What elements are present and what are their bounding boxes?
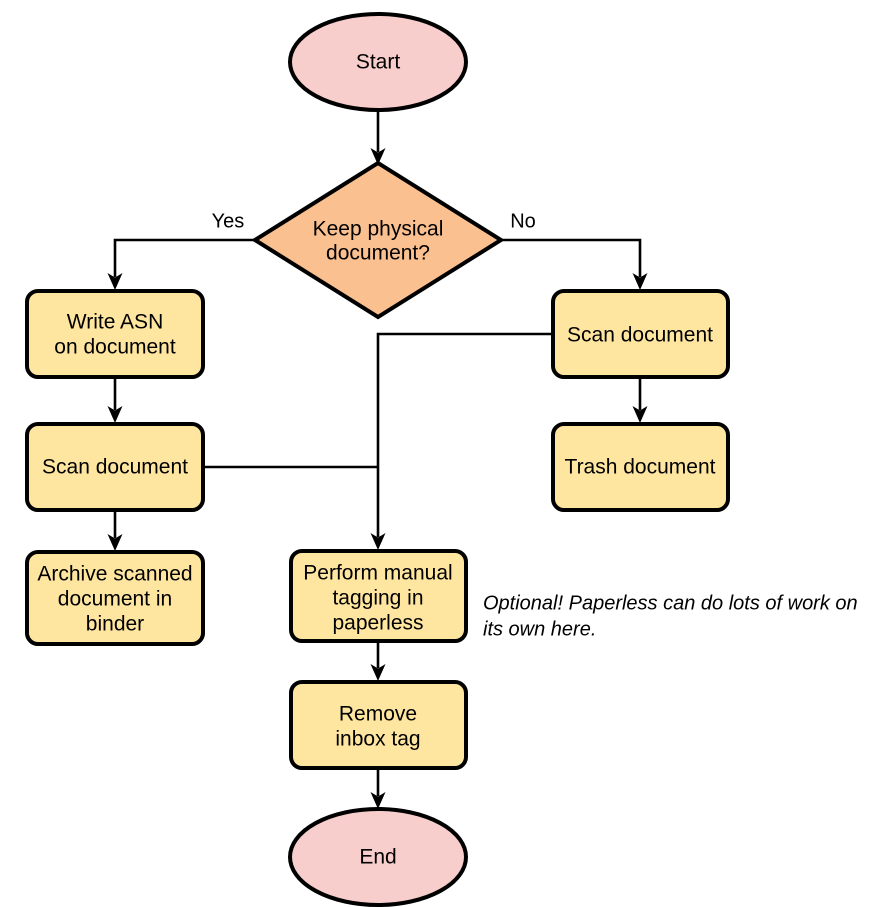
node-end[interactable]: End <box>288 807 468 907</box>
node-scan-document-left[interactable]: Scan document <box>25 422 205 512</box>
trash-box <box>551 422 730 512</box>
note-line1: Optional! Paperless can do lots of work … <box>483 592 858 614</box>
decision-label-line1: Keep physical <box>313 218 444 241</box>
edge-scan-right-to-tagging <box>370 332 552 550</box>
tagging-label-line3: paperless <box>332 612 423 635</box>
end-ellipse <box>288 807 468 907</box>
start-label: Start <box>356 51 401 74</box>
node-trash-document[interactable]: Trash document <box>551 422 730 512</box>
write-asn-box <box>25 289 205 379</box>
remove-tag-label-line1: Remove <box>339 703 417 726</box>
write-asn-label-line1: Write ASN <box>67 311 163 334</box>
node-archive-scanned-document[interactable]: Archive scanned document in binder <box>25 550 205 646</box>
decision-label-line2: document? <box>326 242 430 265</box>
note-optional-paperless: Optional! Paperless can do lots of work … <box>483 592 858 640</box>
edge-label-no: No <box>510 210 536 232</box>
tagging-label-line2: tagging in <box>332 587 423 610</box>
edge-decision-no-to-scan-right <box>501 238 648 290</box>
archive-label-line3: binder <box>86 613 144 636</box>
node-remove-inbox-tag[interactable]: Remove inbox tag <box>289 680 468 770</box>
note-line2: its own here. <box>483 618 596 640</box>
scan-right-box <box>551 289 730 379</box>
archive-box <box>25 550 205 646</box>
remove-tag-box <box>289 680 468 770</box>
edge-scan-left-to-archive <box>107 511 123 551</box>
node-decision-keep-physical-document[interactable]: Keep physical document? <box>251 160 505 320</box>
decision-diamond <box>251 160 505 320</box>
node-scan-document-right[interactable]: Scan document <box>551 289 730 379</box>
edge-write-asn-to-scan-left <box>107 378 123 423</box>
archive-label-line1: Archive scanned <box>37 563 192 586</box>
trash-label: Trash document <box>565 456 716 479</box>
scan-left-box <box>25 422 205 512</box>
node-perform-manual-tagging[interactable]: Perform manual tagging in paperless <box>289 549 468 643</box>
edge-tagging-to-remove-tag <box>370 642 386 681</box>
tagging-label-line1: Perform manual <box>303 562 452 585</box>
archive-label-line2: document in <box>58 588 172 611</box>
edge-start-to-decision <box>370 110 386 165</box>
edge-label-yes: Yes <box>212 210 245 232</box>
node-write-asn[interactable]: Write ASN on document <box>25 289 205 379</box>
remove-tag-label-line2: inbox tag <box>335 728 420 751</box>
write-asn-label-line2: on document <box>54 336 176 359</box>
edge-remove-tag-to-end <box>370 769 386 809</box>
edge-decision-yes-to-write-asn <box>107 238 255 290</box>
node-start[interactable]: Start <box>288 12 468 112</box>
edge-scan-right-to-trash <box>632 378 648 423</box>
scan-left-label: Scan document <box>42 456 188 479</box>
scan-right-label: Scan document <box>567 324 713 347</box>
start-ellipse <box>288 12 468 112</box>
tagging-box <box>289 549 468 643</box>
end-label: End <box>359 846 396 869</box>
